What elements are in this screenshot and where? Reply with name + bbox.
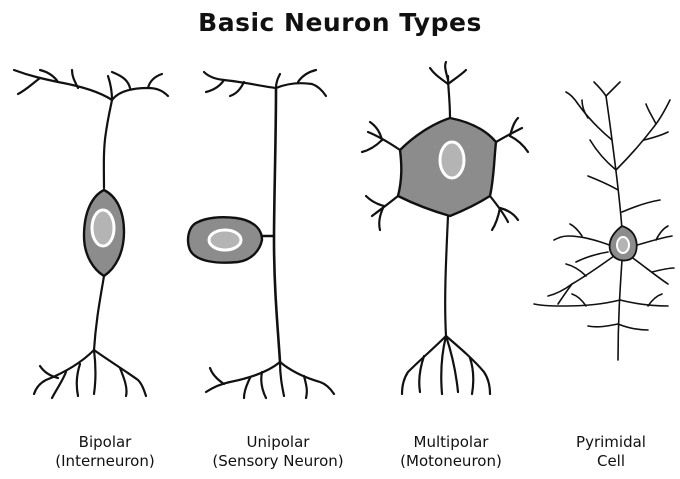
bipolar-neuron: [14, 70, 168, 398]
bipolar-nucleus: [92, 210, 114, 246]
label-bipolar-line2: (Interneuron): [20, 452, 190, 471]
pyramidal-apical-dendrite: [566, 82, 670, 230]
bipolar-dendrites: [14, 70, 168, 188]
multipolar-nucleus: [440, 142, 464, 178]
pyramidal-nucleus: [617, 237, 629, 253]
pyramidal-basal-dendrites: [548, 224, 674, 304]
label-bipolar-line1: Bipolar: [20, 433, 190, 452]
label-pyramidal-line2: Cell: [546, 452, 676, 471]
unipolar-axon: [274, 88, 280, 362]
label-multipolar-line1: Multipolar: [376, 433, 526, 452]
unipolar-nucleus: [209, 230, 241, 250]
unipolar-dendrites: [204, 70, 326, 96]
label-multipolar: Multipolar (Motoneuron): [376, 433, 526, 471]
unipolar-terminals: [206, 362, 334, 398]
label-bipolar: Bipolar (Interneuron): [20, 433, 190, 471]
label-pyramidal-line1: Pyrimidal: [546, 433, 676, 452]
label-pyramidal: Pyrimidal Cell: [546, 433, 676, 471]
label-unipolar-line2: (Sensory Neuron): [183, 452, 373, 471]
multipolar-neuron: [362, 62, 528, 394]
pyramidal-neuron: [534, 82, 674, 360]
label-multipolar-line2: (Motoneuron): [376, 452, 526, 471]
multipolar-axon: [402, 216, 490, 394]
bipolar-axon: [34, 276, 146, 398]
unipolar-neuron: [188, 70, 334, 398]
label-unipolar-line1: Unipolar: [183, 433, 373, 452]
label-unipolar: Unipolar (Sensory Neuron): [183, 433, 373, 471]
pyramidal-axon: [534, 260, 668, 360]
